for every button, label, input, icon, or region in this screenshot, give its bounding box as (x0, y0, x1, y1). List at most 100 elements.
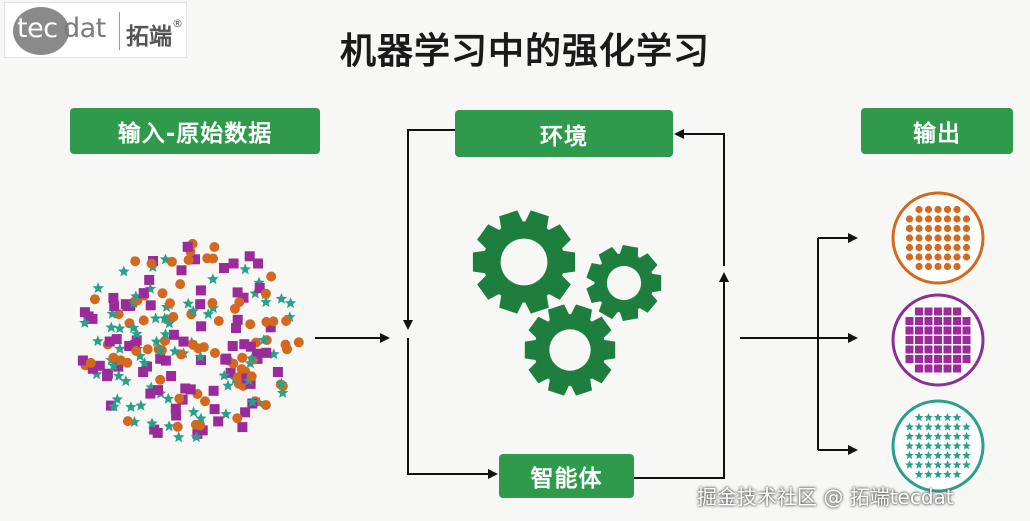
output-square (924, 336, 933, 344)
data-star (239, 263, 251, 275)
output-dot (953, 224, 961, 233)
data-dot (146, 258, 157, 269)
output-star (962, 422, 971, 431)
data-square (138, 367, 149, 377)
data-square (221, 353, 232, 364)
output-dot (915, 243, 923, 252)
output-dot (915, 205, 923, 214)
data-dot (142, 344, 153, 355)
output-square (905, 336, 914, 344)
data-dot (268, 316, 279, 327)
data-square (160, 355, 171, 366)
output-dot (934, 224, 942, 233)
data-star (163, 317, 176, 329)
output-square (915, 345, 923, 354)
data-square (171, 410, 182, 421)
agent-box: 智能体 (499, 454, 634, 498)
data-star (158, 312, 171, 324)
data-dot (209, 242, 220, 252)
logo-registered-mark: ® (172, 17, 183, 30)
output-dot (943, 224, 952, 233)
output-dot (924, 215, 933, 223)
output-dot (924, 253, 933, 261)
data-star (114, 342, 126, 354)
output-star (952, 441, 962, 450)
output-square (934, 345, 942, 354)
output-dot (934, 205, 942, 214)
data-dot (210, 348, 220, 358)
arrow-agent-up (634, 272, 729, 479)
output-star (943, 460, 952, 469)
data-square (209, 404, 220, 415)
data-square (185, 384, 196, 395)
data-star (125, 401, 137, 412)
data-square (180, 383, 191, 394)
data-star (194, 350, 207, 362)
output-star (952, 422, 962, 431)
input-raw-data-box: 输入-原始数据 (70, 108, 320, 154)
data-square (152, 427, 163, 438)
output-square (953, 364, 961, 373)
data-square (239, 339, 250, 350)
data-square (208, 385, 219, 396)
data-dot (207, 298, 218, 308)
data-dot (122, 357, 133, 368)
logo-dat-text: dat (63, 13, 106, 44)
data-square (197, 425, 208, 436)
output-square (915, 364, 923, 373)
tecdat-logo: tec dat 拓端® (4, 2, 187, 58)
data-square (102, 371, 112, 382)
output-star (905, 441, 914, 450)
output-star (914, 460, 924, 469)
output-star (933, 422, 943, 431)
output-square (934, 326, 942, 335)
data-square (219, 263, 229, 273)
output-square (934, 336, 942, 344)
output-dot (915, 224, 923, 233)
output-dot (953, 205, 961, 214)
environment-box: 环境 (455, 110, 673, 157)
output-dot (905, 243, 914, 252)
output-dot (905, 234, 914, 242)
logo-brand-cn: 拓端® (126, 17, 183, 51)
data-star (134, 350, 146, 361)
output-square (943, 355, 952, 363)
data-square (178, 336, 189, 347)
output-star (924, 460, 933, 469)
data-square (145, 388, 156, 399)
data-square (124, 341, 135, 351)
output-square (962, 317, 971, 325)
watermark: 掘金技术社区 @ 拓端tecdat (697, 485, 954, 509)
output-star (914, 470, 924, 479)
output-star (924, 470, 933, 479)
data-star (131, 328, 143, 339)
data-square (237, 422, 248, 433)
output-dot (962, 234, 971, 242)
data-dot (166, 256, 177, 267)
output-dot (934, 234, 942, 242)
output-star (943, 470, 952, 479)
output-square (905, 355, 914, 363)
data-square (238, 292, 249, 303)
output-square (943, 326, 952, 335)
output-circles (891, 191, 985, 493)
gear-hole (549, 329, 591, 371)
data-star (113, 370, 125, 381)
output-star (924, 451, 933, 460)
data-square (265, 322, 276, 333)
data-square (240, 407, 251, 418)
data-star (150, 335, 163, 347)
data-star (222, 379, 234, 391)
output-dot (924, 205, 933, 214)
output-square (962, 355, 971, 363)
output-star (933, 460, 943, 469)
data-dot (282, 344, 292, 355)
logo-divider (119, 12, 120, 50)
data-square (254, 283, 265, 293)
output-dot (934, 253, 942, 261)
output-star (914, 432, 924, 441)
data-dot (260, 288, 271, 299)
output-star (914, 441, 924, 450)
data-star (114, 322, 126, 334)
data-square (144, 274, 155, 285)
